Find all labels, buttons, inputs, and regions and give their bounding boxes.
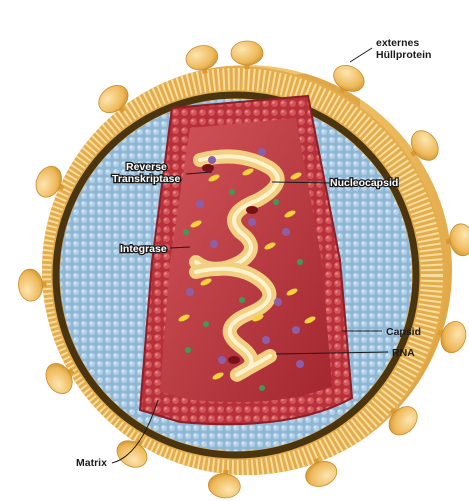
enzyme-dot-icon: [218, 356, 226, 364]
reverse-transcriptase-icon: [202, 164, 214, 172]
enzyme-dot-icon: [208, 156, 216, 164]
enzyme-dot-icon: [229, 189, 235, 195]
enzyme-dot-icon: [273, 199, 279, 205]
enzyme-dot-icon: [282, 228, 290, 236]
enzyme-dot-icon: [296, 360, 304, 368]
enzyme-dot-icon: [210, 240, 218, 248]
label-envelope-protein-line1: externes: [376, 37, 419, 49]
label-reverse-transcriptase-line1: Reverse: [126, 161, 167, 173]
label-integrase: Integrase: [120, 243, 167, 255]
reverse-transcriptase-icon: [228, 356, 240, 364]
label-rna: RNA: [392, 347, 415, 359]
enzyme-dot-icon: [248, 218, 256, 226]
label-envelope-protein-line2: Hüllprotein: [376, 49, 431, 61]
enzyme-dot-icon: [183, 229, 189, 235]
enzyme-dot-icon: [292, 326, 300, 334]
spike-knob-icon: [207, 472, 241, 499]
enzyme-dot-icon: [203, 321, 209, 327]
enzyme-dot-icon: [196, 200, 204, 208]
enzyme-dot-icon: [262, 336, 270, 344]
enzyme-dot-icon: [239, 297, 245, 303]
enzyme-dot-icon: [259, 385, 265, 391]
spike-knob-icon: [17, 268, 43, 302]
leader-envelope-protein: [350, 48, 372, 62]
enzyme-dot-icon: [186, 288, 194, 296]
label-nucleocapsid: Nucleocapsid: [330, 177, 398, 189]
enzyme-dot-icon: [258, 148, 266, 156]
label-matrix: Matrix: [76, 457, 107, 469]
enzyme-dot-icon: [297, 259, 303, 265]
enzyme-dot-icon: [185, 347, 191, 353]
label-capsid: Capsid: [386, 326, 421, 338]
enzyme-dot-icon: [274, 298, 282, 306]
label-reverse-transcriptase-line2: Transkriptase: [112, 173, 180, 185]
reverse-transcriptase-icon: [246, 206, 258, 214]
spike-knob-icon: [231, 41, 263, 65]
